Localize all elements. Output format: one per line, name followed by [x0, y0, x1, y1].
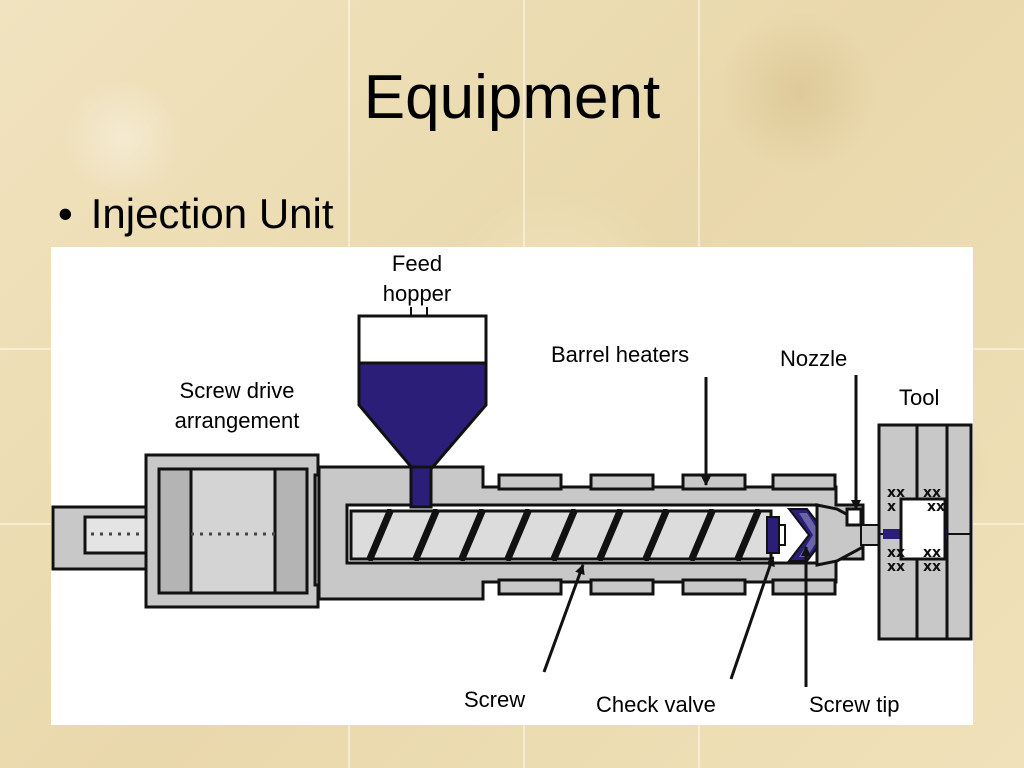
- feed-hopper-label-line2: hopper: [382, 281, 452, 306]
- check-valve: [766, 516, 786, 554]
- slide-title: Equipment: [363, 63, 661, 132]
- leader-arrows: [542, 375, 861, 687]
- injection-unit-diagram: xx xx x xx xx xx xx xx Feed hopper Barre…: [51, 247, 973, 725]
- svg-text:xx: xx: [923, 485, 941, 501]
- feed-hopper-label: Feed hopper: [369, 249, 465, 309]
- nozzle: [815, 503, 884, 567]
- bullet-item: • Injection Unit: [58, 188, 334, 240]
- svg-text:xx: xx: [887, 485, 905, 501]
- feed-hopper: [357, 307, 488, 509]
- check-valve-arrow: [729, 556, 775, 680]
- injection-unit-drawing: xx xx x xx xx xx xx xx: [51, 307, 973, 687]
- screw-label: Screw: [464, 687, 526, 712]
- screw-drive-label: Screw drive arrangement: [157, 376, 317, 436]
- screw-arrow: [542, 564, 585, 673]
- svg-text:xx: xx: [923, 559, 941, 575]
- tool-label: Tool: [899, 385, 940, 410]
- svg-text:xx: xx: [927, 499, 945, 515]
- svg-text:xx: xx: [887, 545, 905, 561]
- screw: [349, 509, 773, 561]
- svg-text:xx: xx: [923, 545, 941, 561]
- svg-text:xx: xx: [887, 559, 905, 575]
- check-valve-label: Check valve: [596, 692, 716, 717]
- screw-drive-label-line2: arrangement: [174, 408, 300, 433]
- bullet-marker: •: [58, 190, 73, 237]
- screw-tip-label: Screw tip: [809, 692, 900, 717]
- barrel-heaters-label: Barrel heaters: [551, 342, 690, 367]
- barrel-heater-bands: [497, 473, 837, 596]
- bullet-text: Injection Unit: [90, 190, 334, 237]
- tool: xx xx x xx xx xx xx xx: [877, 423, 973, 641]
- svg-text:x: x: [887, 499, 896, 515]
- nozzle-label: Nozzle: [780, 346, 848, 371]
- feed-hopper-label-line1: Feed: [391, 251, 443, 276]
- screw-drive-label-line1: Screw drive: [179, 378, 295, 403]
